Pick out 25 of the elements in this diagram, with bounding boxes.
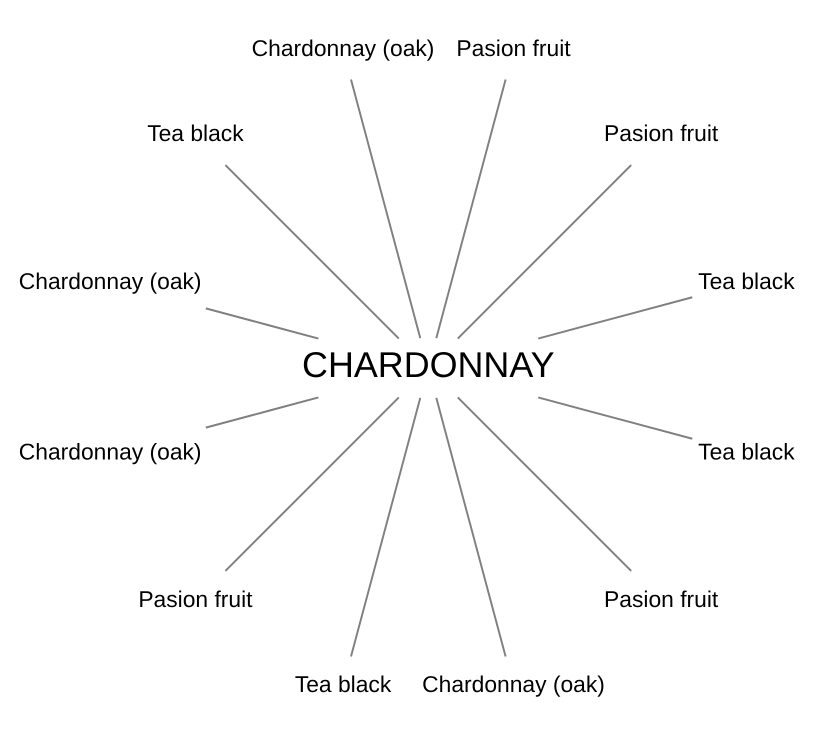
node-text: Tea black [698, 267, 795, 294]
node-text: Pasion fruit [604, 120, 718, 146]
node-text: Tea black [147, 120, 244, 146]
node-text: Chardonnay (oak) [18, 438, 202, 464]
connector [435, 78, 507, 338]
node-text: Pasion fruit [456, 34, 571, 60]
node-text: Pasion fruit [604, 585, 718, 612]
connector [538, 296, 693, 339]
connector [350, 397, 422, 656]
node-text: Pasion fruit [138, 585, 253, 612]
connector [206, 396, 319, 428]
connector [206, 306, 319, 339]
node-text: CHARDONNAY [302, 344, 555, 385]
connector [538, 396, 693, 440]
node-text: Tea black [698, 438, 795, 464]
node-text: Chardonnay (oak) [18, 267, 202, 294]
connector [224, 164, 400, 339]
node-text: Tea black [294, 670, 392, 697]
connector [224, 396, 400, 572]
node-text: Chardonnay (oak) [252, 34, 434, 60]
connector [457, 396, 632, 572]
connector [457, 164, 632, 339]
connector [435, 397, 507, 656]
connector [350, 78, 422, 338]
node-text: Chardonnay (oak) [422, 670, 605, 697]
